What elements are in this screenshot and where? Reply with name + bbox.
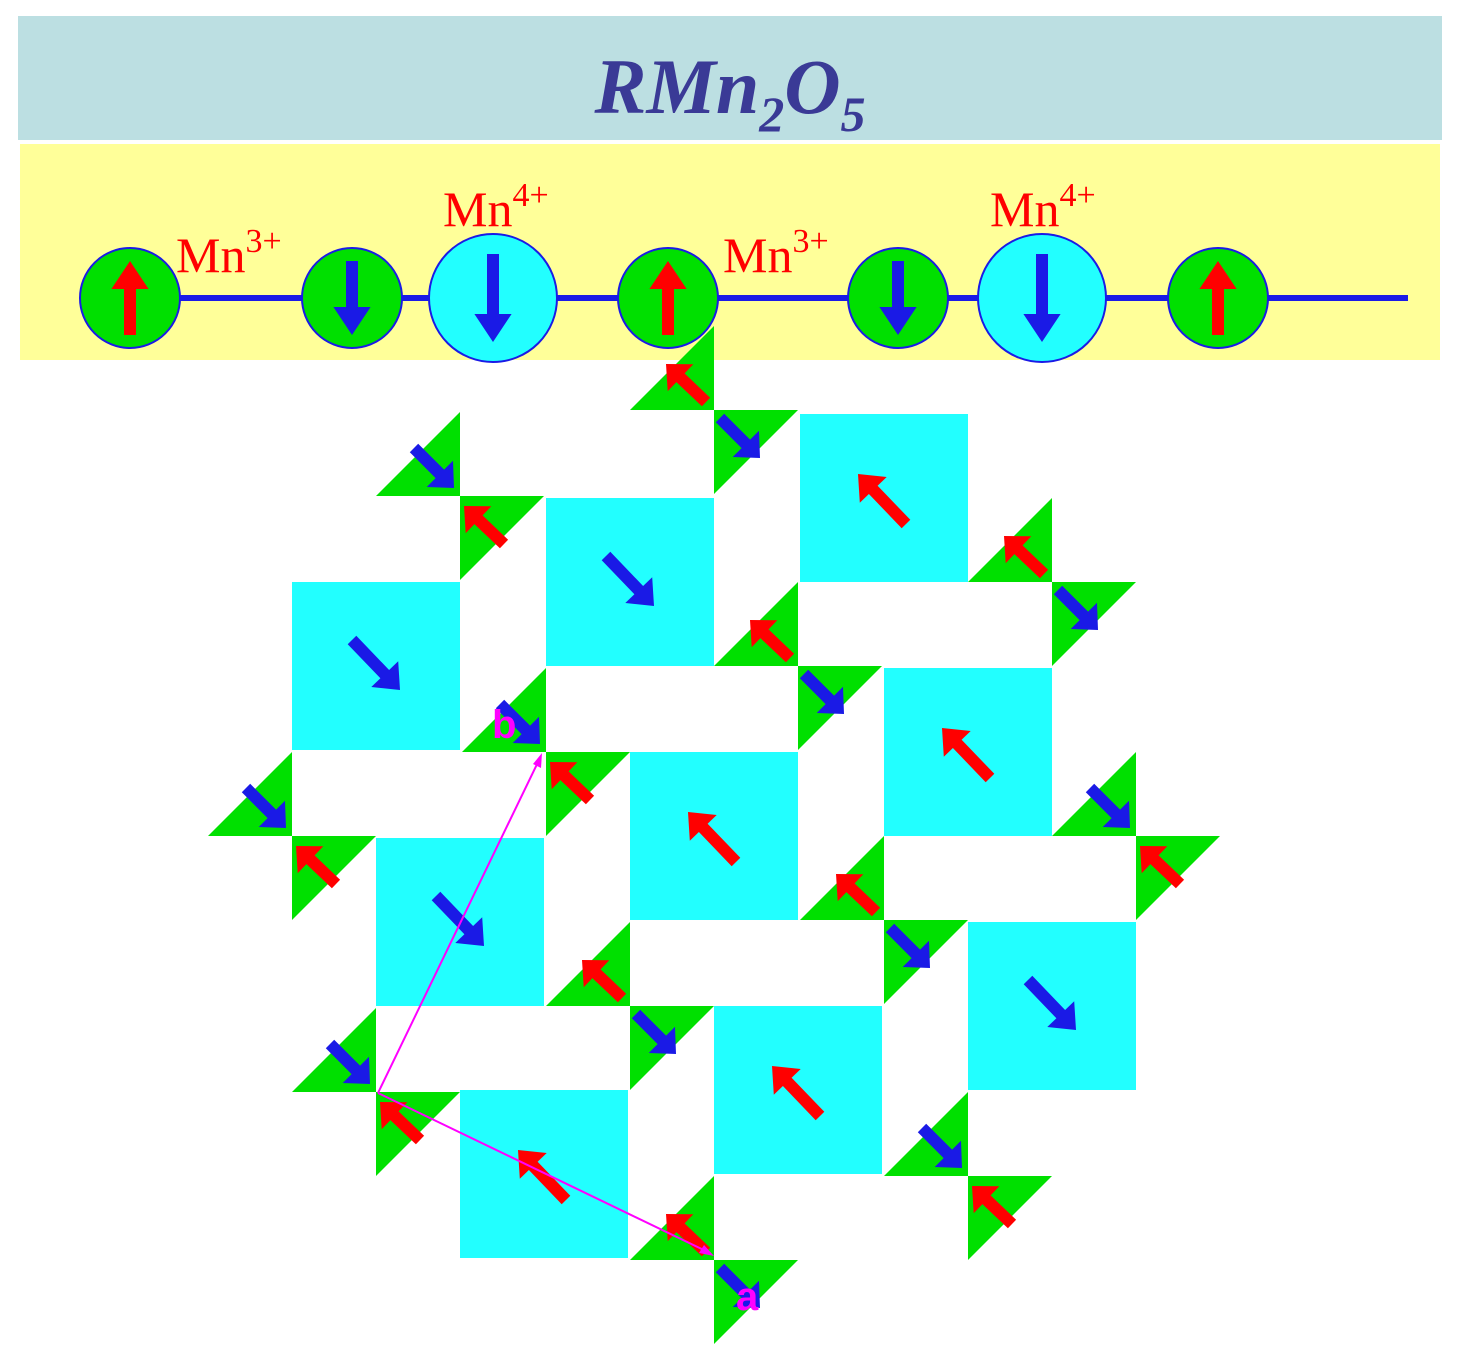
unit-cell-axes: a b (377, 703, 759, 1319)
mn3-ion (847, 247, 949, 349)
spin-arrow-red (972, 1186, 1017, 1229)
axis-a-label: a (736, 1275, 759, 1319)
spin-arrow-red (518, 1150, 571, 1205)
spin-arrow-red (296, 846, 341, 889)
mn3-label: Mn3+ (176, 223, 282, 283)
spin-arrow-blue (495, 699, 540, 744)
mn4-ion (428, 233, 558, 363)
spin-up-arrow (1199, 261, 1237, 335)
mn3-pyramid-pair (630, 1176, 798, 1344)
spin-arrow-blue (799, 669, 844, 714)
formula-title: RMn2O5 (593, 43, 865, 142)
spin-arrow-blue (885, 923, 930, 968)
spin-arrow-blue (631, 1009, 676, 1054)
spin-down-arrow (474, 254, 512, 342)
title-bar (18, 16, 1442, 140)
spin-arrow-red (666, 1214, 711, 1257)
axis-a-line (377, 1092, 711, 1254)
mn4-label: Mn4+ (443, 177, 549, 237)
mn3-pyramid-pair (968, 498, 1136, 666)
mn3-ion (1167, 247, 1269, 349)
mn3-pyramid-pair (208, 752, 376, 920)
spin-arrow-red (772, 1066, 825, 1121)
spin-arrow-blue (601, 551, 654, 606)
spin-arrow-red (750, 620, 795, 663)
spin-arrow-blue (715, 1263, 760, 1308)
spin-arrow-blue (1023, 975, 1076, 1030)
spin-up-arrow (649, 261, 687, 335)
mn3-ion (301, 247, 403, 349)
axis-a-arrowhead (699, 1245, 714, 1256)
mn3-pyramid-pair (630, 326, 798, 494)
spin-arrow-red (836, 874, 881, 917)
spin-arrow-blue (409, 443, 454, 488)
mn3-label: Mn3+ (723, 223, 829, 283)
axis-b-label: b (492, 703, 516, 747)
axis-b-arrowhead (533, 753, 542, 768)
spin-down-arrow (333, 261, 371, 335)
spin-arrow-red (1004, 536, 1049, 579)
spin-arrows (347, 474, 1076, 1205)
spin-arrow-blue (325, 1039, 370, 1084)
mn4-ion (977, 233, 1107, 363)
spin-arrow-red (858, 474, 911, 529)
mn3-pyramid-pair (1052, 752, 1220, 920)
spin-arrow-red (550, 762, 595, 805)
spin-arrow-red (582, 960, 627, 1003)
spin-arrow-red (1140, 846, 1185, 889)
spin-down-arrow (879, 261, 917, 335)
spin-arrow-blue (715, 413, 760, 458)
spin-arrow-red (666, 364, 711, 407)
mn3-pyramid-pair (376, 412, 544, 580)
spin-arrow-blue (347, 635, 400, 690)
spin-arrow-red (380, 1102, 425, 1145)
spin-arrow-blue (241, 783, 286, 828)
spin-arrow-red (464, 506, 509, 549)
mn3-ion (617, 247, 719, 349)
mn3-pyramid-pair (884, 1092, 1052, 1260)
spin-arrow-blue (1053, 585, 1098, 630)
spin-arrow-red (942, 728, 995, 783)
spin-arrow-blue (1085, 783, 1130, 828)
spin-arrow-blue (917, 1123, 962, 1168)
mn3-pyramid-pair (800, 836, 968, 1004)
mn3-pyramid-pair (546, 922, 714, 1090)
mn3-pyramid-pair (714, 582, 882, 750)
mn3-pyramid-pair (292, 1008, 460, 1176)
chain-ions (79, 233, 1269, 363)
mn3-pyramids (208, 326, 1220, 1344)
spin-arrow-blue (431, 891, 484, 946)
spin-up-arrow (111, 261, 149, 335)
axis-b-line (377, 757, 541, 1094)
mn4-label: Mn4+ (990, 177, 1096, 237)
mn3-ion (79, 247, 181, 349)
mn3-pyramid-pair (462, 668, 630, 836)
spin-down-arrow (1023, 254, 1061, 342)
spin-arrow-red (688, 812, 741, 867)
